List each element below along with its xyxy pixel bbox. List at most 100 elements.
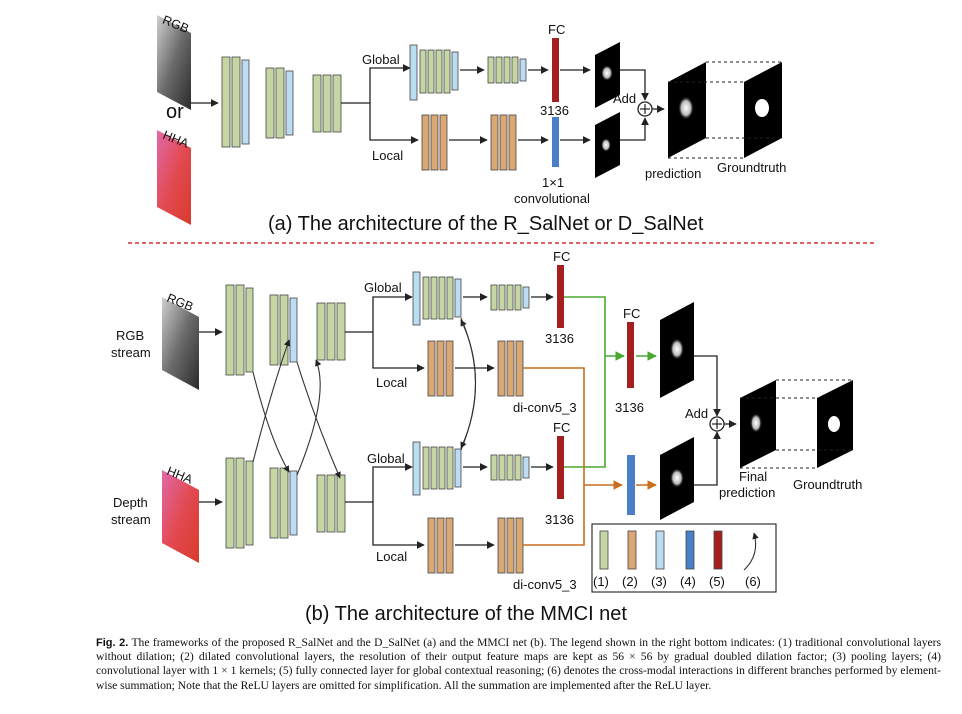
depth-encoder-2 — [269, 467, 298, 539]
diconv-label-rgb: di-conv5_3 — [513, 400, 577, 415]
local-block-a-2 — [490, 114, 517, 171]
fc-label-a: FC — [548, 22, 565, 37]
rgb-encoder-3 — [316, 302, 346, 361]
figure-caption: Fig. 2. The frameworks of the proposed R… — [96, 636, 941, 693]
global-block-a — [409, 44, 459, 101]
conv-label-a-2: convolutional — [514, 191, 590, 206]
add-label-b: Add — [685, 406, 708, 421]
rgb-global-block — [412, 271, 462, 326]
depth-local-arrow — [372, 502, 425, 549]
rgb-input-image — [157, 15, 191, 110]
projection-lines-a — [668, 61, 782, 159]
final-label-1: Final — [739, 469, 767, 484]
fc-dim-b-rgb: 3136 — [545, 331, 574, 346]
panel-b-title: (b) The architecture of the MMCI net — [305, 603, 627, 625]
rgb-global-arrow — [345, 293, 413, 333]
legend-swatch-3 — [655, 530, 665, 570]
groundtruth-blob-a — [755, 99, 769, 117]
add-in-global-b — [694, 355, 721, 417]
diconv-label-depth: di-conv5_3 — [513, 577, 577, 592]
prediction-label-a: prediction — [645, 166, 701, 181]
or-label: or — [166, 101, 184, 123]
depth-encoder-1 — [225, 457, 254, 549]
fc-label-b-rgb: FC — [553, 249, 570, 264]
hha-input-image-b — [162, 470, 199, 563]
conv1x1-layer-fusion — [627, 455, 635, 515]
legend-label-3: (3) — [651, 574, 667, 589]
global-label-b-depth: Global — [367, 451, 405, 466]
groundtruth-label-a: Groundtruth — [717, 160, 786, 175]
rgb-input-image-b — [162, 297, 199, 390]
local-label-b-rgb: Local — [376, 375, 407, 390]
legend-swatch-2 — [627, 530, 637, 570]
depth-stream-label-1: Depth — [113, 495, 148, 510]
prediction-blob-a — [678, 96, 694, 120]
local-output-blob-b — [670, 468, 684, 488]
legend-label-6: (6) — [745, 574, 761, 589]
depth-global-block — [412, 441, 462, 496]
figure-caption-label: Fig. 2. — [96, 637, 129, 649]
add-in-local-a — [620, 117, 649, 141]
global-label-a: Global — [362, 52, 400, 67]
rgb-stream-label-2: stream — [111, 345, 151, 360]
figure-caption-text: The frameworks of the proposed R_SalNet … — [96, 636, 942, 692]
depth-local-block — [427, 517, 454, 574]
legend-label-2: (2) — [622, 574, 638, 589]
global-block-a-2 — [487, 56, 527, 84]
rgb-encoder-1 — [225, 284, 254, 376]
fc-layer-rgb — [557, 265, 564, 328]
legend-label-5: (5) — [709, 574, 725, 589]
panel-a-title: (a) The architecture of the R_SalNet or … — [268, 213, 704, 235]
depth-stream-label-2: stream — [111, 512, 151, 527]
fc-dim-fusion: 3136 — [615, 400, 644, 415]
depth-encoder-3 — [316, 474, 346, 533]
add-in-local-b — [694, 431, 721, 486]
projection-lines-b — [740, 379, 853, 469]
rgb-local-block-2 — [497, 340, 524, 397]
local-output-blob-a — [601, 138, 611, 152]
legend-swatch-6 — [743, 532, 759, 571]
fc-dim-b-depth: 3136 — [545, 512, 574, 527]
fc-layer-fusion — [627, 322, 634, 388]
rgb-global-block-2 — [490, 284, 530, 311]
local-block-a — [421, 114, 448, 171]
legend-label-4: (4) — [680, 574, 696, 589]
encoder-block-1 — [221, 56, 250, 148]
local-label-b-depth: Local — [376, 549, 407, 564]
fc-layer-depth — [557, 436, 564, 499]
final-prediction-blob — [750, 413, 762, 433]
panel-a: RGB or HHA Global Local — [157, 13, 786, 235]
depth-global-block-2 — [490, 454, 530, 481]
rgb-encoder-2 — [269, 294, 298, 366]
fc-label-b-depth: FC — [553, 420, 570, 435]
rgb-stream-label-1: RGB — [116, 328, 144, 343]
global-output-blob-a — [601, 65, 613, 81]
encoder-block-2 — [265, 67, 294, 139]
legend-swatch-5 — [713, 530, 723, 570]
conv1x1-layer-a — [552, 117, 559, 167]
legend-swatch-1 — [599, 530, 609, 570]
add-in-global-a — [620, 69, 649, 101]
legend-label-1: (1) — [593, 574, 609, 589]
local-fusion-path — [523, 367, 657, 546]
groundtruth-label-b: Groundtruth — [793, 477, 862, 492]
depth-global-arrow — [345, 463, 413, 503]
global-label-b-rgb: Global — [364, 280, 402, 295]
global-branch-arrow — [341, 64, 411, 104]
groundtruth-blob-b — [828, 416, 840, 432]
global-fusion-path — [564, 296, 657, 468]
legend-swatch-4 — [685, 530, 695, 570]
legend: (1) (2) (3) (4) (5) (6) — [591, 523, 777, 593]
rgb-local-block — [427, 340, 454, 397]
cross-modal-arcs — [252, 317, 477, 479]
panel-b: RGB RGB stream HHA Depth stream Global L… — [111, 249, 862, 625]
local-label-a: Local — [372, 148, 403, 163]
hha-input-image — [157, 130, 191, 225]
rgb-local-arrow — [372, 332, 425, 372]
conv-label-a-1: 1×1 — [542, 175, 564, 190]
fc-dim-a: 3136 — [540, 103, 569, 118]
depth-local-block-2 — [497, 517, 524, 574]
fc-label-fusion: FC — [623, 306, 640, 321]
global-output-blob-b — [670, 338, 684, 360]
architecture-diagram: RGB or HHA Global Local — [111, 13, 876, 625]
